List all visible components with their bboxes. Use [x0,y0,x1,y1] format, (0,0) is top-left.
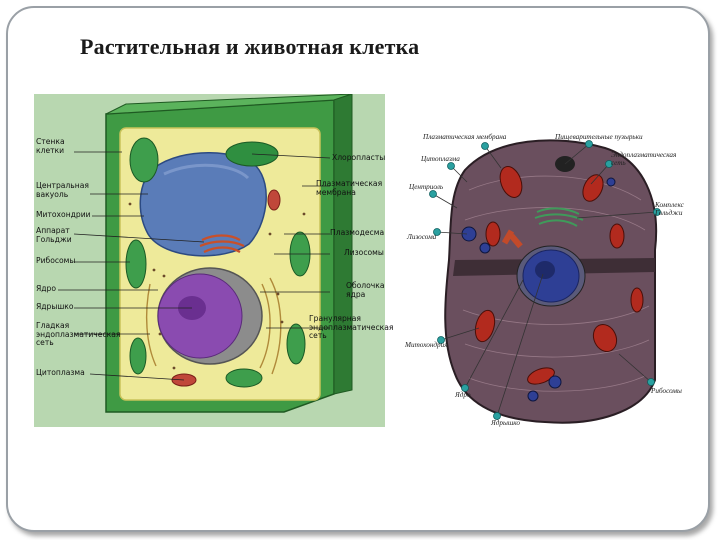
animal-label-er: Эндоплазматическая сеть [611,151,677,167]
animal-label-lysosome: Лизосома [407,233,437,241]
plant-label-plasma-membrane: Плазматическая мембрана [316,179,383,197]
plant-label-cytoplasm: Цитоплазма [36,368,85,377]
plant-label-nucleus: Ядро [36,284,56,293]
animal-label-nucleolus: Ядрышко [491,419,520,427]
plant-label-rough-er: Гранулярная эндоплазматическая сеть [309,314,394,341]
plant-label-nuclear-envelope: Оболочка ядра [346,281,385,299]
animal-mitochondria [474,166,644,385]
plant-label-golgi: Аппарат Гольджи [36,226,72,244]
plant-cell-diagram: Стенка клетки Центральная вакуоль Митохо… [34,94,393,427]
animal-golgi [534,207,584,227]
plant-label-lysosomes: Лизосомы [344,248,384,257]
animal-label-golgi: Комплекс Гольджи [655,201,684,217]
plant-label-central-vacuole: Центральная вакуоль [36,181,89,199]
animal-label-nucleus: Ядро [455,391,471,399]
animal-cell-illustration [429,139,661,424]
animal-label-plasma-membrane: Плазматическая мембрана [423,133,507,141]
slide-title: Растительная и животная клетка [80,34,420,59]
animal-centriole [501,229,515,245]
animal-label-ribosomes: Рибосомы [651,387,682,395]
animal-cell-diagram: Плазматическая мембрана Пищеварительные … [405,130,700,435]
animal-label-digestive-vesicles: Пищеварительные пузырьки [555,133,643,141]
plant-cell-illustration [58,94,353,413]
plant-label-nucleolus: Ядрышко [36,302,74,311]
plant-golgi [199,234,245,253]
animal-label-centriole: Центриоль [409,183,444,191]
animal-label-cytoplasm: Цитоплазма [421,155,460,163]
plant-label-smooth-er: Гладкая эндоплазматическая сеть [36,321,121,348]
animal-nucleolus [535,261,555,279]
plant-label-chloroplasts: Хлоропласты [332,153,386,162]
plant-label-plasmodesma: Плазмодесма [330,228,385,237]
plant-label-cell-wall: Стенка клетки [36,137,65,155]
plant-label-ribosomes: Рибосомы [36,256,76,265]
plant-label-mitochondria: Митохондрии [36,210,91,219]
animal-label-mitochondrion: Митохондрия [405,341,448,349]
